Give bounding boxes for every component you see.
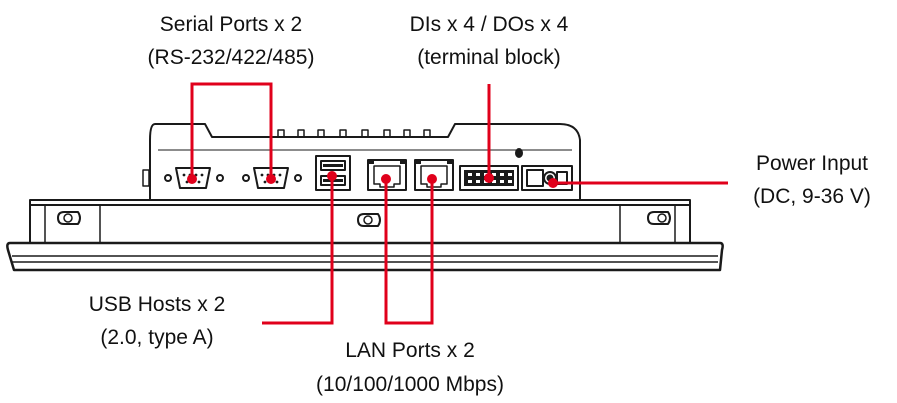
lan-ports-sublabel: (10/100/1000 Mbps) (316, 373, 504, 396)
callout-usb (262, 176, 334, 325)
dio-sublabel: (terminal block) (417, 46, 561, 69)
callout-lan-dot-2 (427, 174, 437, 184)
callout-lan-dot-1 (381, 174, 391, 184)
lan-port-2 (414, 159, 454, 191)
usb-hosts-label: USB Hosts x 2 (89, 293, 226, 316)
mount-clip-center (357, 213, 381, 227)
callout-labels: Serial Ports x 2 (RS-232/422/485) DIs x … (89, 13, 871, 396)
callout-usb-dot (327, 171, 337, 181)
callout-lan (384, 179, 434, 325)
power-input-label: Power Input (756, 152, 868, 175)
usb-hosts-sublabel: (2.0, type A) (100, 326, 213, 349)
lan-ports-label: LAN Ports x 2 (345, 339, 475, 362)
callout-dio-dot (484, 173, 494, 183)
callout-serial (190, 82, 273, 179)
mount-clip-left (57, 211, 81, 225)
callout-serial-dot-2 (266, 174, 276, 184)
serial-ports-sublabel: (RS-232/422/485) (148, 46, 315, 69)
device-drawing (6, 123, 724, 272)
dio-label: DIs x 4 / DOs x 4 (410, 13, 569, 36)
callout-lines (187, 82, 728, 325)
power-input-terminal (521, 165, 573, 191)
power-input-sublabel: (DC, 9-36 V) (753, 185, 871, 208)
callout-power-dot (548, 178, 558, 188)
mount-clip-right (647, 211, 671, 225)
device-chassis-top (149, 123, 581, 201)
device-front-bezel (6, 241, 724, 272)
serial-ports-label: Serial Ports x 2 (160, 13, 302, 36)
power-switch-icon (515, 148, 523, 158)
serial-port-1 (164, 167, 224, 189)
chassis-top-bumps (277, 129, 431, 138)
callout-serial-dot-1 (187, 174, 197, 184)
